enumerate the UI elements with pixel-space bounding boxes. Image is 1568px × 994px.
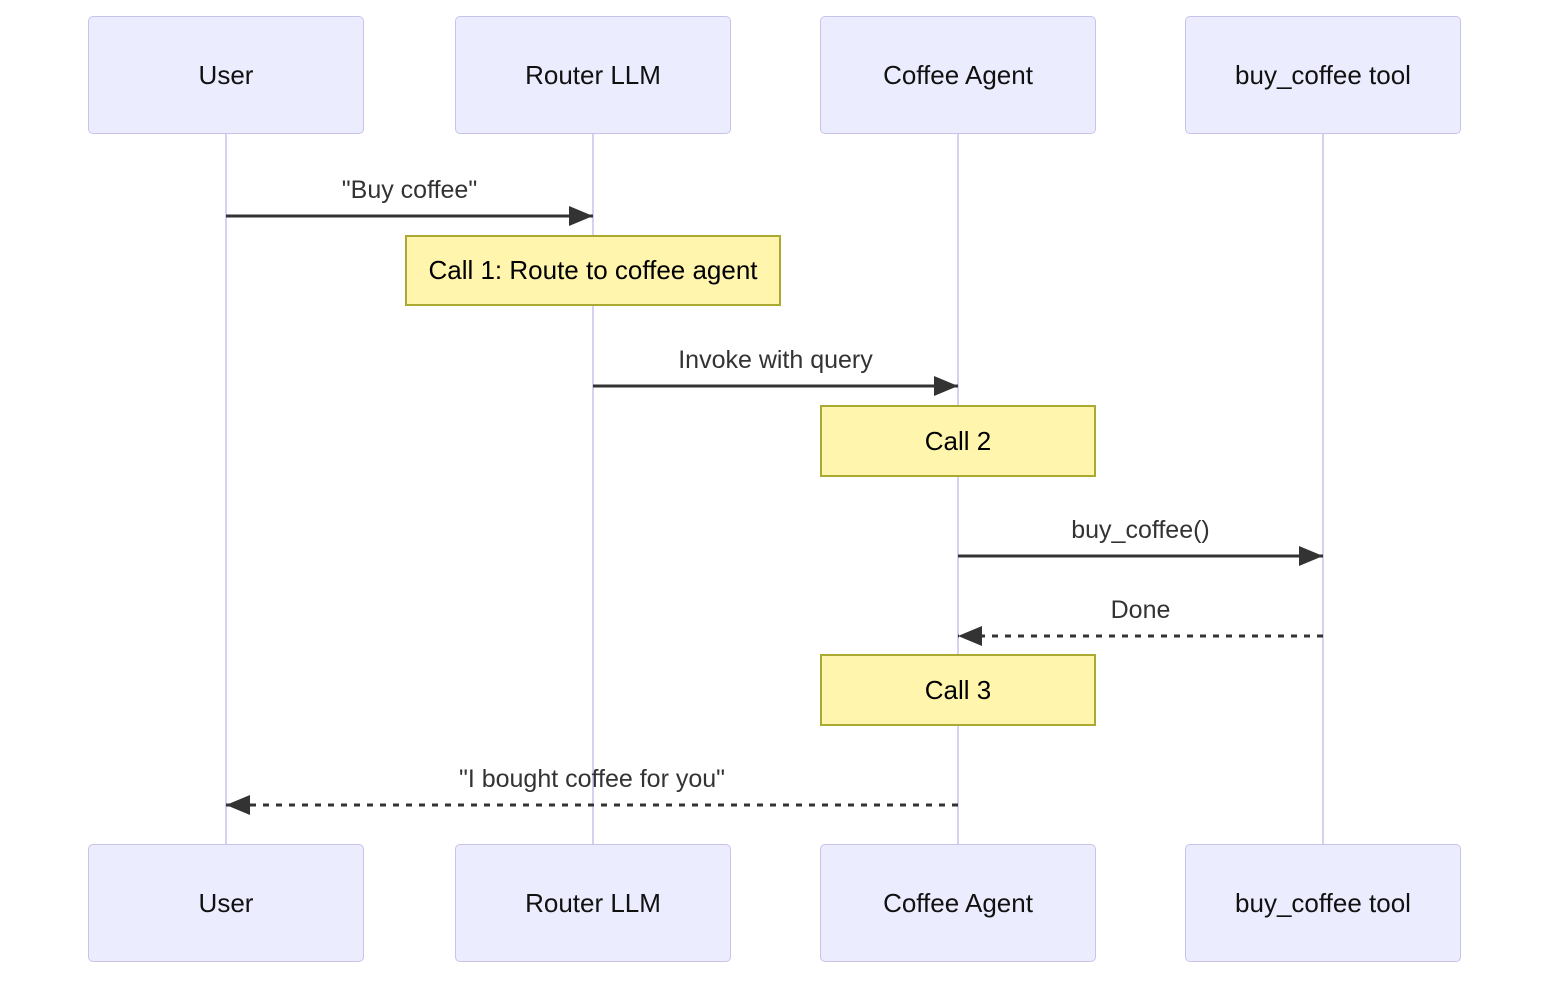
participant-router-llm-top: Router LLM [455, 16, 731, 134]
note-call-1: Call 1: Route to coffee agent [405, 235, 781, 306]
participant-router-llm-label: Router LLM [525, 59, 661, 90]
note-call-1-label: Call 1: Route to coffee agent [428, 255, 758, 285]
note-call-3-label: Call 3 [924, 674, 992, 705]
participant-coffee-agent-top: Coffee Agent [820, 16, 1096, 134]
participant-user-bottom: User [88, 844, 364, 962]
note-call-3: Call 3 [820, 654, 1096, 726]
participant-coffee-agent-label: Coffee Agent [883, 59, 1033, 90]
message-label-buy-coffee-call: buy_coffee() [1071, 516, 1210, 544]
participant-user-top: User [88, 16, 364, 134]
participant-buy-coffee-tool-label: buy_coffee tool [1235, 887, 1411, 918]
participant-user-label: User [198, 887, 254, 918]
participant-coffee-agent-label: Coffee Agent [883, 887, 1033, 918]
participant-buy-coffee-tool-label: buy_coffee tool [1235, 59, 1411, 90]
note-call-2-label: Call 2 [924, 425, 992, 456]
participant-user-label: User [198, 59, 254, 90]
participant-router-llm-bottom: Router LLM [455, 844, 731, 962]
participant-buy-coffee-tool-bottom: buy_coffee tool [1185, 844, 1461, 962]
message-label-bought-coffee: "I bought coffee for you" [458, 765, 726, 793]
note-call-2: Call 2 [820, 405, 1096, 477]
participant-coffee-agent-bottom: Coffee Agent [820, 844, 1096, 962]
participant-router-llm-label: Router LLM [525, 887, 661, 918]
message-label-buy-coffee: "Buy coffee" [341, 176, 478, 204]
message-label-invoke-with-query: Invoke with query [678, 346, 873, 374]
participant-buy-coffee-tool-top: buy_coffee tool [1185, 16, 1461, 134]
message-label-done: Done [1110, 596, 1171, 624]
